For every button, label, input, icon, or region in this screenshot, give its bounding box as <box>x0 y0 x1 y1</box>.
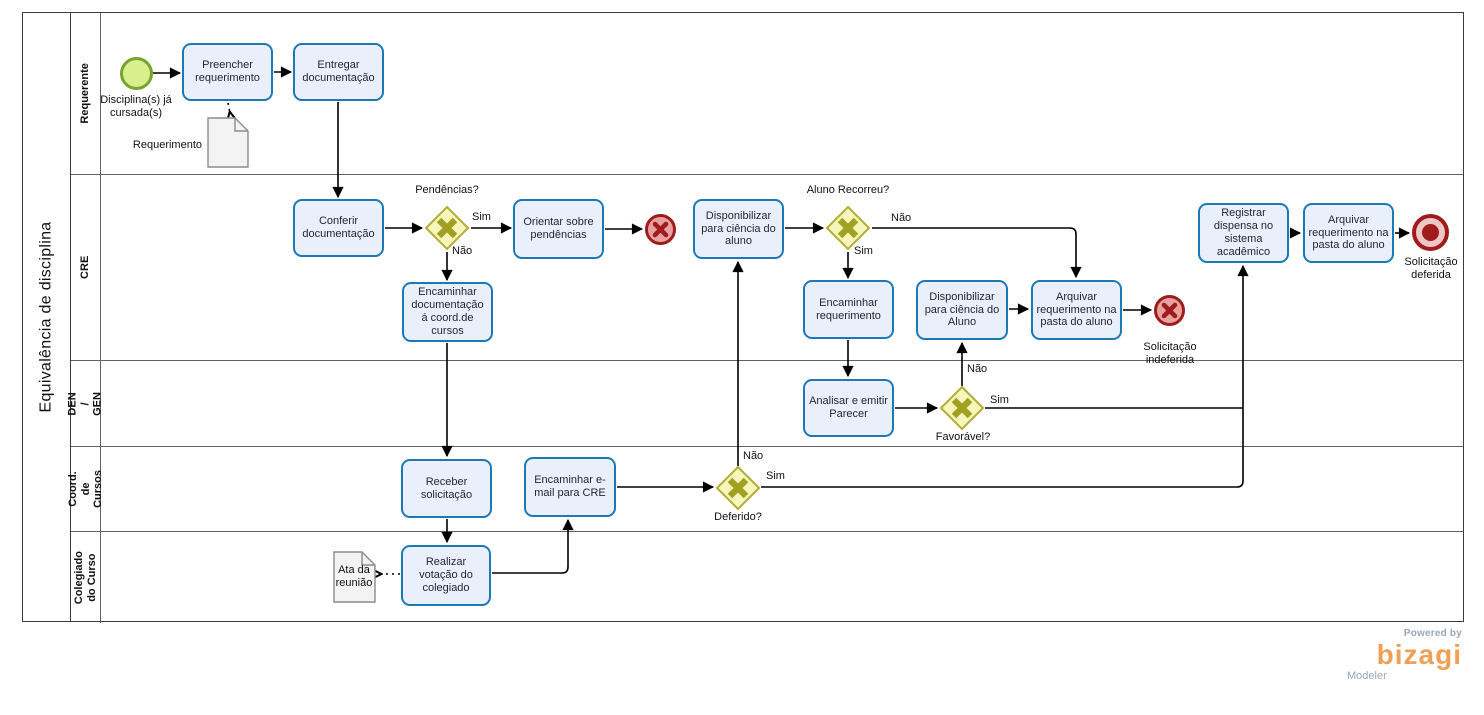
gateway-deferido-label: Deferido? <box>714 511 762 523</box>
task-orientar-sobre-pendencias[interactable]: Orientar sobre pendências <box>513 199 604 259</box>
task-preencher-requerimento[interactable]: Preencher requerimento <box>182 43 273 101</box>
task-disponibilizar-ciencia-aluno-2[interactable]: Disponibilizar para ciência do Aluno <box>916 280 1008 340</box>
start-event-label: Disciplina(s) já cursada(s) <box>100 94 172 119</box>
end-deferida-label: Solicitação deferida <box>1404 256 1458 281</box>
task-realizar-votacao[interactable]: Realizar votação do colegiado <box>401 545 491 606</box>
end-event-cancel-indeferida[interactable] <box>1154 295 1185 326</box>
lane-colegiado: Colegiado do Curso <box>71 532 1463 623</box>
document-requerimento-label: Requerimento <box>132 139 202 151</box>
pool-title-cell: Equivalência de disciplina <box>23 13 71 621</box>
lane-requerente: Requerente <box>71 13 1463 175</box>
end-indeferida-label: Solicitação indeferida <box>1143 341 1197 366</box>
cancel-x-icon <box>1161 302 1178 319</box>
task-arquivar-requerimento-deferida[interactable]: Arquivar requerimento na pasta do aluno <box>1303 203 1394 263</box>
document-requerimento[interactable] <box>207 117 249 173</box>
terminate-dot-icon <box>1422 224 1439 241</box>
gateway-favoravel-label: Favorável? <box>935 431 991 443</box>
cancel-x-icon <box>652 221 669 238</box>
lane-den-gen: DEN / GEN <box>67 361 1463 447</box>
task-encaminhar-documentacao[interactable]: Encaminhar documentação á coord.de curso… <box>402 282 493 342</box>
task-entregar-documentacao[interactable]: Entregar documentação <box>293 43 384 101</box>
edge-label-deferido-sim: Sim <box>766 470 785 482</box>
document-ata-reuniao-label: Ata da reunião <box>335 564 373 589</box>
end-event-terminate-deferida[interactable] <box>1412 214 1449 251</box>
task-receber-solicitacao[interactable]: Receber solicitação <box>401 459 492 518</box>
gateway-favoravel[interactable] <box>939 385 985 431</box>
powered-by-label: Powered by <box>1403 628 1462 639</box>
task-encaminhar-email-cre[interactable]: Encaminhar e-mail para CRE <box>524 457 616 517</box>
flow-realizar-to-email <box>492 518 574 574</box>
edge-label-favoravel-sim: Sim <box>990 394 1009 406</box>
edge-label-recorreu-nao: Não <box>891 212 912 224</box>
edge-label-pendencias-nao: Não <box>452 245 473 257</box>
edge-label-pendencias-sim: Sim <box>472 211 491 223</box>
task-analisar-emitir-parecer[interactable]: Analisar e emitir Parecer <box>803 379 894 437</box>
task-arquivar-requerimento-indeferida[interactable]: Arquivar requerimento na pasta do aluno <box>1031 280 1122 340</box>
task-encaminhar-requerimento[interactable]: Encaminhar requerimento <box>803 280 894 339</box>
exclusive-gateway-icon <box>424 205 470 251</box>
exclusive-gateway-icon <box>715 465 761 511</box>
exclusive-gateway-icon <box>939 385 985 431</box>
gateway-pendencias[interactable] <box>424 205 470 251</box>
gateway-pendencias-label: Pendências? <box>415 184 479 196</box>
pool-equivalencia: Equivalência de disciplina Requerente CR… <box>22 12 1464 623</box>
edge-label-favoravel-nao: Não <box>967 363 988 375</box>
bizagi-branding: Powered by bizagi Modeler <box>1342 628 1462 682</box>
lane-coord-cursos: Coord. de Cursos <box>67 447 1463 532</box>
gateway-aluno-recorreu-label: Aluno Recorreu? <box>806 184 890 196</box>
end-event-cancel-pendencias[interactable] <box>645 214 676 245</box>
lane-cre: CRE <box>71 175 1463 361</box>
exclusive-gateway-icon <box>825 205 871 251</box>
gateway-deferido[interactable] <box>715 465 761 511</box>
document-icon <box>333 551 376 603</box>
task-conferir-documentacao[interactable]: Conferir documentação <box>293 199 384 257</box>
association-preencher-requerimento-doc <box>228 102 230 113</box>
flow-deferido-sim-registrar <box>761 264 1249 488</box>
bizagi-logo: bizagi <box>1376 639 1462 670</box>
modeler-label: Modeler <box>1347 670 1387 682</box>
task-disponibilizar-ciencia-aluno[interactable]: Disponibilizar para ciência do aluno <box>693 199 784 259</box>
task-registrar-dispensa[interactable]: Registrar dispensa no sistema acadêmico <box>1198 203 1289 263</box>
start-event[interactable] <box>120 57 153 90</box>
document-ata-reuniao[interactable] <box>333 551 376 608</box>
flow-recorreu-nao-arquivar <box>872 227 1082 279</box>
edge-label-deferido-nao: Não <box>743 450 764 462</box>
edge-label-recorreu-sim: Sim <box>854 245 873 257</box>
document-icon <box>207 117 249 168</box>
gateway-aluno-recorreu[interactable] <box>825 205 871 251</box>
